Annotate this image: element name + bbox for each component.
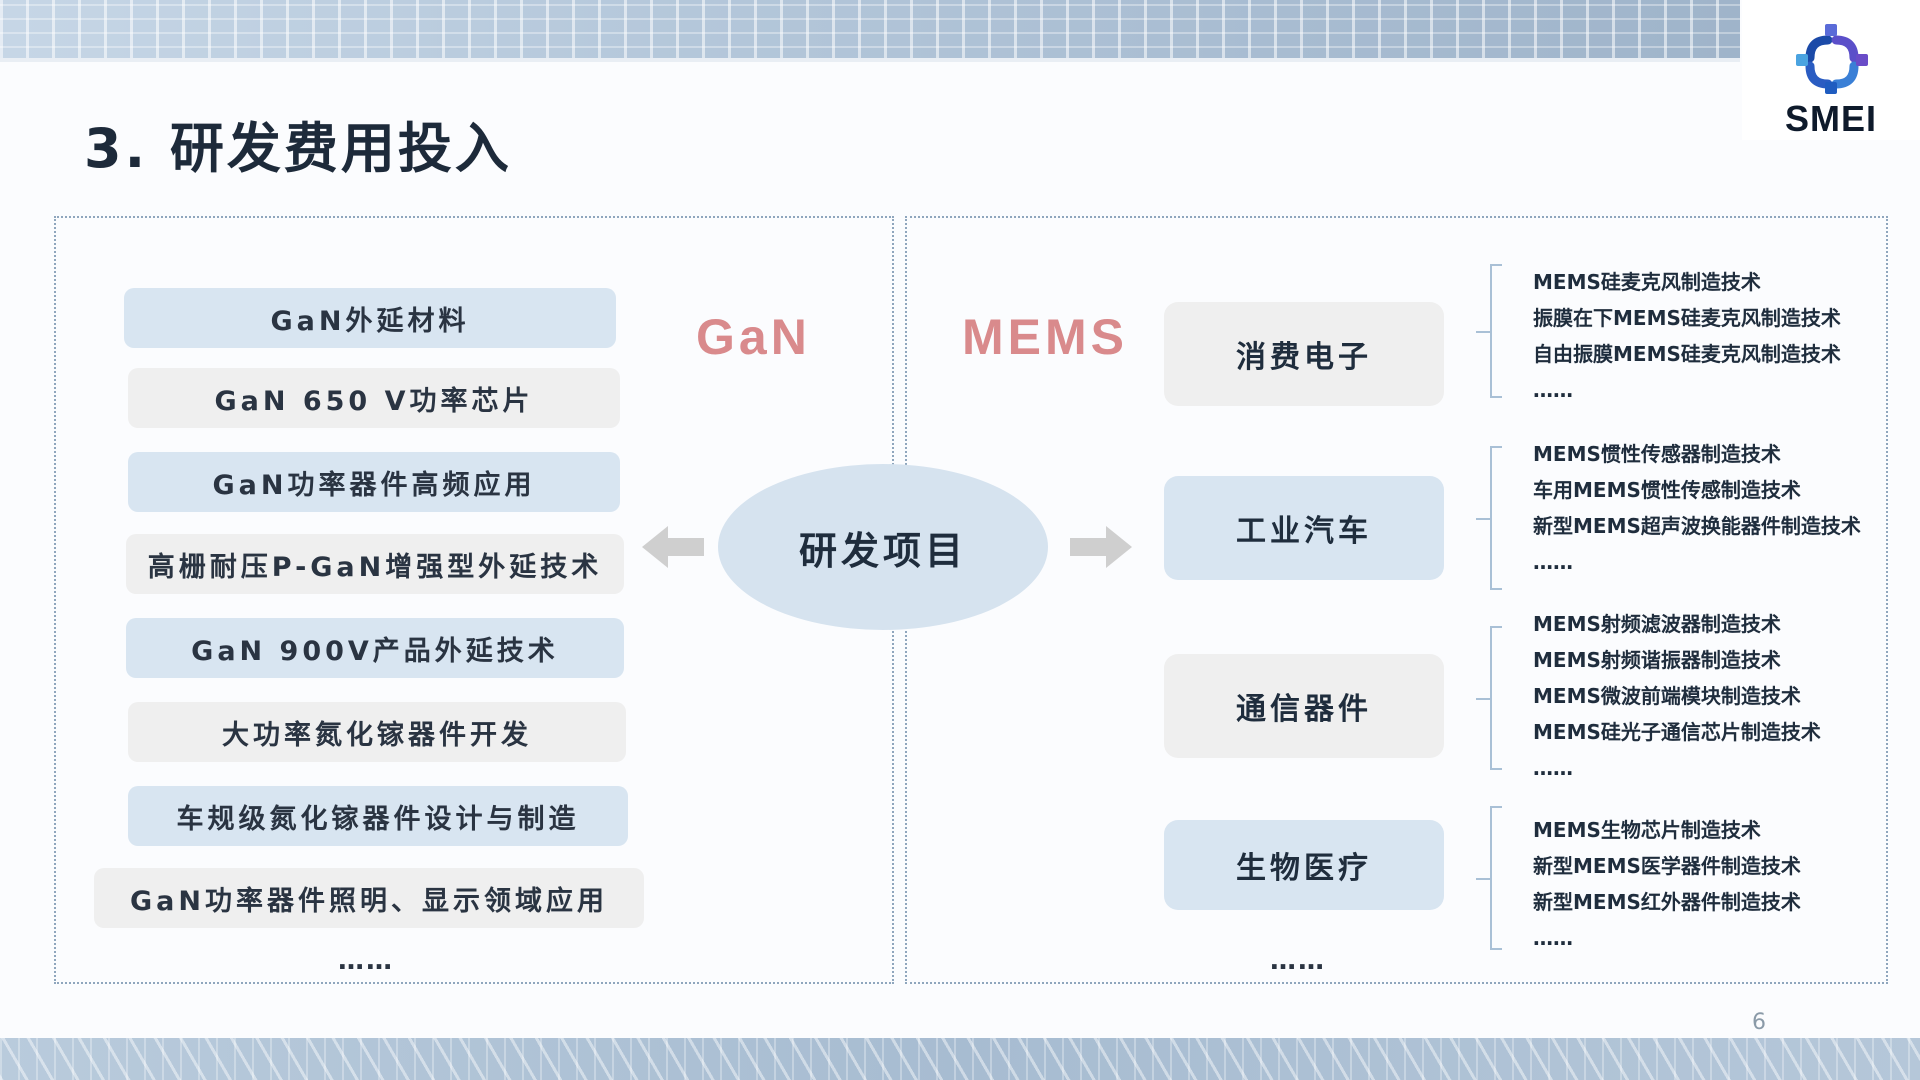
center-project-label: 研发项目 [798, 528, 967, 573]
gan-item: GaN外延材料 [124, 288, 616, 348]
logo: SMEI [1742, 0, 1920, 140]
logo-text: SMEI [1784, 98, 1877, 139]
page-number: 6 [1752, 1010, 1766, 1035]
gan-item: GaN功率器件照明、显示领域应用 [94, 868, 644, 928]
tech-item: 车用MEMS惯性传感制造技术 [1533, 478, 1801, 502]
gan-item: GaN 900V产品外延技术 [126, 618, 624, 678]
smei-logo-icon [1796, 24, 1868, 94]
gan-item: GaN功率器件高频应用 [128, 452, 620, 512]
right-arrow-icon [1070, 526, 1132, 568]
tech-list-industrial: MEMS惯性传感器制造技术 车用MEMS惯性传感制造技术 新型MEMS超声波换能… [1533, 436, 1861, 580]
tech-item: 自由振膜MEMS硅麦克风制造技术 [1533, 342, 1841, 366]
gan-label: GaN [696, 309, 811, 365]
top-circuit-banner [0, 0, 1740, 62]
tech-item: MEMS生物芯片制造技术 [1533, 818, 1761, 842]
tech-item: MEMS射频滤波器制造技术 [1533, 612, 1781, 636]
gan-item: 大功率氮化镓器件开发 [128, 702, 626, 762]
gan-more: …… [338, 946, 394, 976]
tech-list-communication: MEMS射频滤波器制造技术 MEMS射频谐振器制造技术 MEMS微波前端模块制造… [1533, 606, 1821, 786]
tech-list-biomedical: MEMS生物芯片制造技术 新型MEMS医学器件制造技术 新型MEMS红外器件制造… [1533, 812, 1801, 956]
gan-item: GaN 650 V功率芯片 [128, 368, 620, 428]
tech-item: …… [1533, 756, 1573, 780]
tech-item: MEMS射频谐振器制造技术 [1533, 648, 1781, 672]
mems-category: 通信器件 [1164, 654, 1444, 758]
tech-item: 新型MEMS医学器件制造技术 [1533, 854, 1801, 878]
tech-item: 新型MEMS红外器件制造技术 [1533, 890, 1801, 914]
tech-item: MEMS硅麦克风制造技术 [1533, 270, 1761, 294]
bracket [1476, 446, 1502, 590]
mems-category: 工业汽车 [1164, 476, 1444, 580]
bracket [1476, 264, 1502, 398]
mems-category: 生物医疗 [1164, 820, 1444, 910]
gan-item: 高栅耐压P-GaN增强型外延技术 [126, 534, 624, 594]
tech-item: MEMS惯性传感器制造技术 [1533, 442, 1781, 466]
left-arrow-icon [642, 526, 704, 568]
tech-item: …… [1533, 550, 1573, 574]
center-project: 研发项目 [718, 464, 1048, 630]
page-title: 3. 研发费用投入 [84, 117, 512, 180]
bottom-circuit-banner [0, 1038, 1920, 1080]
tech-item: 振膜在下MEMS硅麦克风制造技术 [1533, 306, 1841, 330]
tech-item: MEMS硅光子通信芯片制造技术 [1533, 720, 1821, 744]
gan-item: 车规级氮化镓器件设计与制造 [128, 786, 628, 846]
tech-list-consumer: MEMS硅麦克风制造技术 振膜在下MEMS硅麦克风制造技术 自由振膜MEMS硅麦… [1533, 264, 1841, 408]
mems-label: MEMS [962, 309, 1128, 365]
tech-item: MEMS微波前端模块制造技术 [1533, 684, 1801, 708]
tech-item: 新型MEMS超声波换能器件制造技术 [1533, 514, 1861, 538]
bracket [1476, 806, 1502, 950]
bracket [1476, 626, 1502, 770]
tech-item: …… [1533, 378, 1573, 402]
mems-more: …… [1270, 946, 1326, 976]
tech-item: …… [1533, 926, 1573, 950]
mems-category: 消费电子 [1164, 302, 1444, 406]
